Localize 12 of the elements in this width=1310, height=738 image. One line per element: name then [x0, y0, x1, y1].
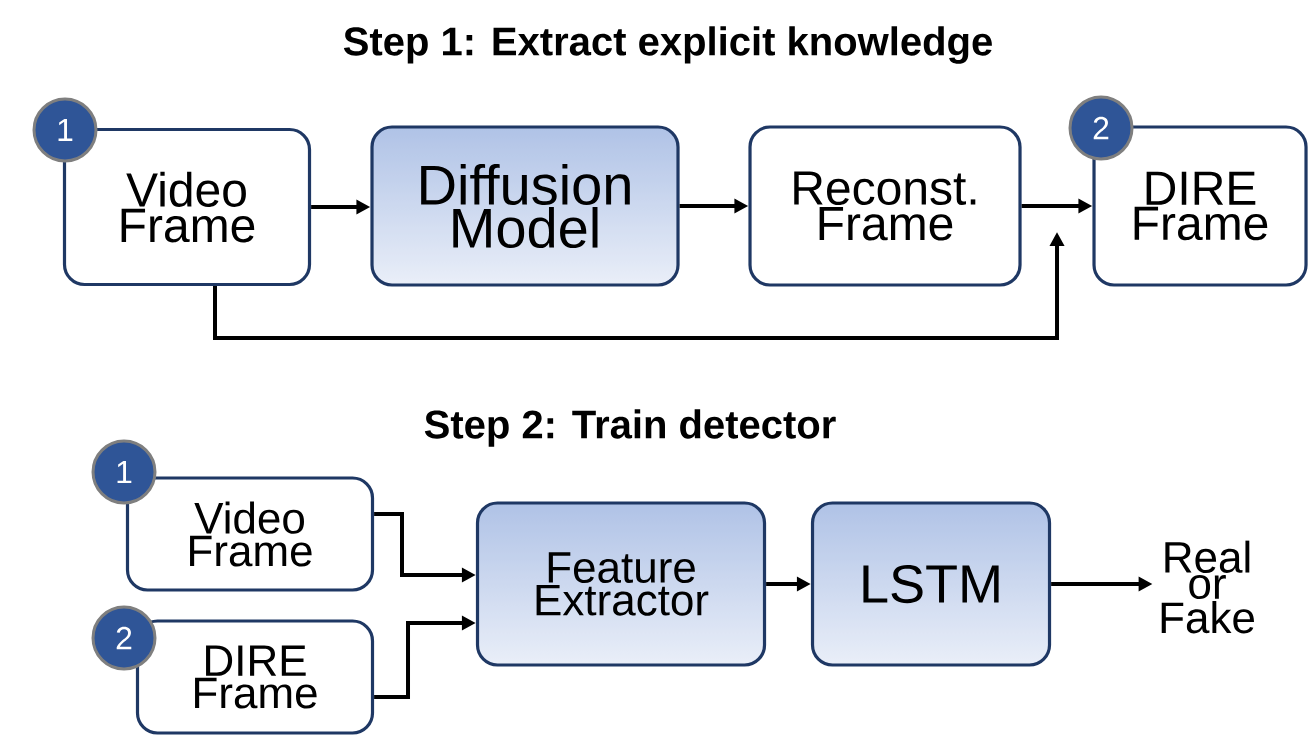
- number-badge: 1: [91, 439, 157, 505]
- process-box: LSTM: [810, 501, 1052, 667]
- output-text: Real or Fake: [1161, 540, 1254, 634]
- process-box: Feature Extractor: [475, 501, 767, 667]
- number-badge: 2: [91, 605, 157, 671]
- step-heading: Step 2: Train detector: [424, 409, 836, 447]
- number-badge: 1: [32, 97, 98, 163]
- number-badge: 2: [1068, 95, 1134, 161]
- process-box: Diffusion Model: [370, 125, 680, 287]
- step-heading: Step 1: Extract explicit knowledge: [343, 26, 992, 64]
- process-box: DIRE Frame: [135, 619, 375, 735]
- process-box: Reconst. Frame: [748, 125, 1022, 287]
